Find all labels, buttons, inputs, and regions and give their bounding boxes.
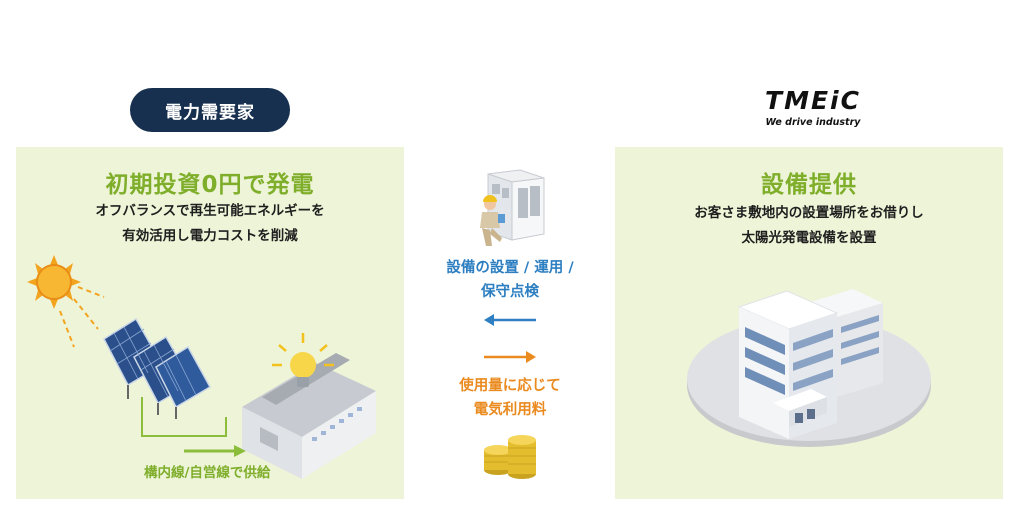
tmeic-logo: TMEiC <box>765 86 861 115</box>
switchgear-icon <box>487 169 545 241</box>
customer-title: 初期投資0円で発電 <box>105 172 315 198</box>
service-arrow-left-icon <box>484 314 536 326</box>
payment-flow-label-1: 使用量に応じて <box>459 378 561 394</box>
supply-label: 構内線/自営線で供給 <box>144 465 271 481</box>
payment-arrow-right-icon <box>484 351 536 363</box>
tmeic-tagline: We drive industry <box>765 117 861 128</box>
customer-badge: 電力需要家 <box>130 88 290 132</box>
coins-icon <box>484 435 536 479</box>
customer-description-2: 有効活用し電力コストを削減 <box>122 228 298 244</box>
provider-panel: 設備提供 お客さま敷地内の設置場所をお借りし 太陽光発電設備を設置 <box>615 147 1003 499</box>
solar-factory-illustration <box>27 255 376 479</box>
service-flow-label-1: 設備の設置 / 運用 / <box>446 260 574 276</box>
building-illustration <box>687 289 931 447</box>
provider-description-1: お客さま敷地内の設置場所をお借りし <box>694 205 924 221</box>
payment-flow-label-2: 電気利用料 <box>473 402 547 418</box>
service-flow-label-2: 保守点検 <box>481 284 539 300</box>
solar-panel-icon <box>103 317 212 419</box>
maintenance-illustration <box>480 169 545 246</box>
provider-description-2: 太陽光発電設備を設置 <box>741 230 877 246</box>
worker-icon <box>480 195 505 246</box>
building-icon <box>687 289 931 447</box>
sun-icon <box>27 255 81 309</box>
provider-title: 設備提供 <box>761 172 857 198</box>
customer-description-1: オフバランスで再生可能エネルギーを <box>95 203 325 219</box>
customer-panel: 初期投資0円で発電 オフバランスで再生可能エネルギーを 有効活用し電力コストを削… <box>16 147 404 499</box>
supply-arrow-icon <box>184 445 246 457</box>
light-bulb-icon <box>272 333 334 387</box>
